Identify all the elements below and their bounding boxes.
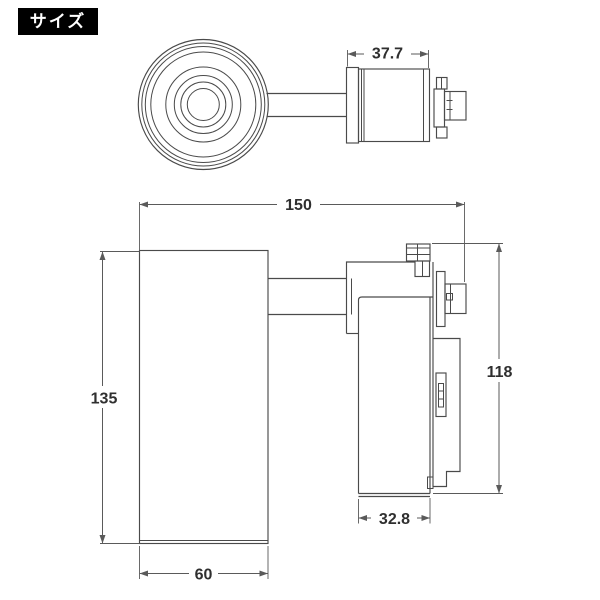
dim-label-adapter-width-bottom: 32.8 bbox=[379, 511, 410, 528]
dim-adapter-width-bottom: 32.8 bbox=[358, 498, 431, 528]
lens-ring bbox=[141, 42, 266, 167]
housing-outline bbox=[357, 296, 433, 494]
arm-top bbox=[266, 92, 347, 118]
housing-foot bbox=[427, 476, 434, 489]
plug-knob bbox=[443, 90, 467, 121]
adapter-body bbox=[357, 68, 431, 143]
lens-ring bbox=[165, 66, 242, 143]
dim-adapter-height: 118 bbox=[432, 243, 516, 494]
side-view: 150 135 118 bbox=[85, 195, 516, 584]
rail-housing-outline bbox=[433, 337, 461, 488]
adjust-knob bbox=[405, 243, 431, 262]
plug-knob-side bbox=[444, 283, 467, 315]
dim-label-adapter-height: 118 bbox=[487, 364, 513, 381]
rail-clip bbox=[435, 372, 447, 418]
dim-label-overall-length: 150 bbox=[285, 197, 312, 214]
dim-label-adapter-width-top: 37.7 bbox=[372, 46, 403, 63]
label-mask bbox=[364, 42, 411, 60]
rail-clip-lines bbox=[438, 390, 444, 400]
lens-circles bbox=[137, 38, 269, 171]
lens-ring bbox=[180, 81, 227, 128]
adapter-side bbox=[345, 243, 467, 498]
plug-latch bbox=[446, 293, 453, 301]
dim-overall-length: 150 bbox=[139, 195, 465, 282]
label-mask bbox=[483, 359, 516, 382]
top-view: 37.7 bbox=[137, 38, 467, 171]
dim-label-body-width: 60 bbox=[195, 567, 213, 584]
lens-ring-inner bbox=[186, 88, 220, 121]
dim-adapter-width-top: 37.7 bbox=[347, 42, 429, 68]
contact-blade bbox=[435, 270, 446, 328]
adjust-knob-lines bbox=[406, 244, 430, 261]
arm-side bbox=[268, 277, 352, 316]
contact-plate bbox=[433, 88, 446, 128]
lamp-body-outline bbox=[138, 249, 269, 545]
adapter-top bbox=[345, 66, 467, 144]
rail-clip-inner bbox=[438, 383, 444, 408]
lamp-body-side bbox=[138, 249, 269, 545]
plug-latch-marks bbox=[446, 100, 453, 110]
size-badge: サイズ bbox=[18, 8, 98, 35]
dim-label-body-height: 135 bbox=[91, 391, 118, 408]
label-mask bbox=[189, 564, 218, 582]
contact-tab-bottom bbox=[435, 126, 448, 139]
label-mask bbox=[371, 509, 417, 527]
lens-ring bbox=[144, 46, 262, 163]
adapter-flange bbox=[345, 66, 360, 144]
lens-ring bbox=[150, 51, 257, 158]
dim-body-height: 135 bbox=[85, 251, 140, 544]
bracket-outline bbox=[345, 261, 415, 334]
lens-ring-outer bbox=[137, 38, 269, 171]
label-mask bbox=[85, 386, 120, 408]
label-mask bbox=[277, 195, 320, 213]
dim-body-width: 60 bbox=[139, 546, 269, 584]
housing-bottom-band bbox=[358, 492, 430, 498]
lens-ring bbox=[173, 75, 233, 134]
